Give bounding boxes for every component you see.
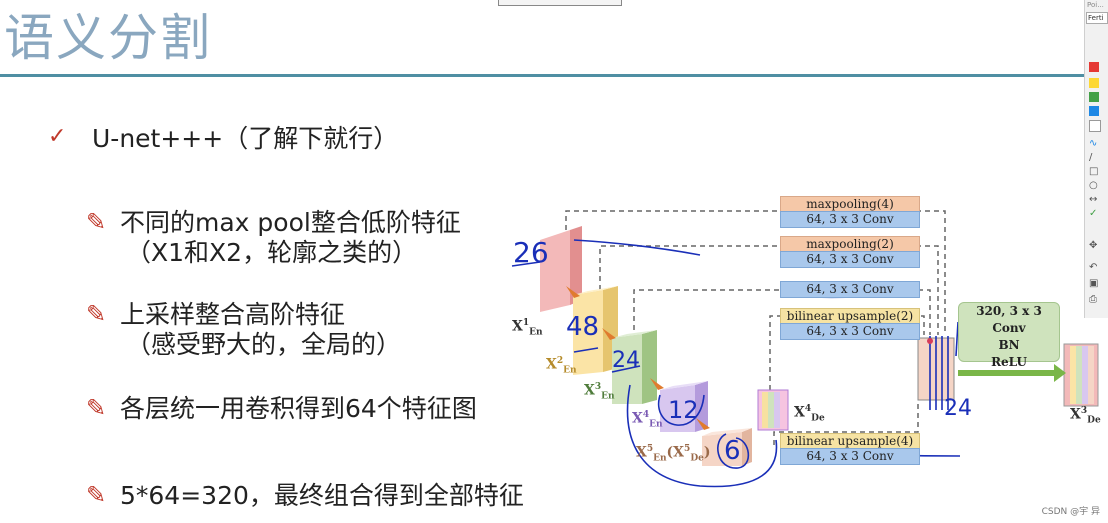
op-upsample2: bilinear upsample(2) <box>780 308 920 324</box>
sub-bullet-1-line1: 不同的max pool整合低阶特征 <box>120 208 461 237</box>
block-x1-en <box>540 226 582 312</box>
sub-bullet-4-line1: 5*64=320，最终组合得到全部特征 <box>120 481 524 510</box>
ellipse-tool-icon[interactable]: ○ <box>1089 180 1098 191</box>
pencil-icon: ✎ <box>86 481 107 509</box>
sub-bullet-4: ✎ 5*64=320，最终组合得到全部特征 <box>86 481 524 511</box>
fusion-block: 320, 3 x 3 Conv BN ReLU <box>958 302 1060 369</box>
label-x4-de: X4De <box>794 404 825 424</box>
main-bullet: ✓ U-net+++（了解下就行） <box>48 124 398 154</box>
watermark: CSDN @宇 异 <box>1041 507 1100 517</box>
title-divider <box>0 74 1086 77</box>
block-x3-de <box>1063 343 1099 407</box>
line-tool-icon[interactable]: / <box>1089 152 1093 163</box>
op-conv-4: 64, 3 x 3 Conv <box>780 323 920 340</box>
sub-bullet-2-line2: （感受野大的，全局的） <box>126 330 402 359</box>
label-x2-en: X2En <box>546 356 577 376</box>
ink-dot <box>927 338 933 344</box>
ink-number-6: 24 <box>944 396 972 421</box>
label-x1-en: X1En <box>512 318 543 338</box>
rectangle-tool-icon[interactable]: □ <box>1089 166 1099 177</box>
check-tool-icon[interactable]: ✓ <box>1089 208 1098 219</box>
color-swatch-red[interactable] <box>1089 62 1099 72</box>
op-maxpool2: maxpooling(2) <box>780 236 920 252</box>
pencil-icon: ✎ <box>86 394 107 422</box>
slide-title: 语义分割 <box>4 9 212 67</box>
op-conv-5: 64, 3 x 3 Conv <box>780 448 920 465</box>
font-selector[interactable]: Ferti <box>1086 12 1108 24</box>
op-conv-1: 64, 3 x 3 Conv <box>780 211 920 228</box>
op-conv-2: 64, 3 x 3 Conv <box>780 251 920 268</box>
op-conv-3: 64, 3 x 3 Conv <box>780 281 920 298</box>
main-bullet-text: U-net+++（了解下就行） <box>92 124 399 153</box>
pencil-icon: ✎ <box>86 208 107 236</box>
downsample-arrows <box>566 286 710 430</box>
sub-bullet-1: ✎ 不同的max pool整合低阶特征 （X1和X2，轮廓之类的） <box>86 208 461 268</box>
pencil-icon: ✎ <box>86 300 107 328</box>
ink-number-4: 12 <box>668 396 699 424</box>
save-icon[interactable]: ▣ <box>1089 278 1099 289</box>
sub-bullet-3: ✎ 各层统一用卷积得到64个特征图 <box>86 394 477 424</box>
fusion-line3: ReLU <box>991 355 1027 369</box>
arrow-tool-icon[interactable]: ↔ <box>1089 194 1098 205</box>
block-x4-de <box>757 389 789 431</box>
sub-bullet-3-line1: 各层统一用卷积得到64个特征图 <box>120 394 477 423</box>
pen-tool-icon[interactable]: ∿ <box>1089 138 1098 149</box>
sub-bullet-2-line1: 上采样整合高阶特征 <box>120 300 346 329</box>
print-icon[interactable]: ⎙ <box>1089 294 1097 305</box>
move-tool-icon[interactable]: ✥ <box>1089 240 1098 251</box>
annotation-toolbar: Poi... Ferti ∿ / □ ○ ↔ ✓ ✥ ↶ ▣ ⎙ <box>1084 0 1108 318</box>
sub-bullet-1-line2: （X1和X2，轮廓之类的） <box>126 238 418 267</box>
ink-number-3: 24 <box>612 348 640 373</box>
color-swatch-yellow[interactable] <box>1089 78 1099 88</box>
ink-number-2: 48 <box>566 312 600 342</box>
checkmark-icon: ✓ <box>48 124 67 149</box>
label-x3-de: X3De <box>1070 406 1101 426</box>
op-upsample4: bilinear upsample(4) <box>780 433 920 449</box>
color-swatch-green[interactable] <box>1089 92 1099 102</box>
output-arrow <box>958 364 1066 382</box>
ink-number-5: 6 <box>724 436 741 466</box>
label-x5-en: X5En(X5De) <box>636 444 711 464</box>
undo-icon[interactable]: ↶ <box>1089 262 1098 273</box>
fusion-line2: BN <box>998 338 1020 352</box>
color-swatch-white[interactable] <box>1089 120 1101 132</box>
ink-number-1: 26 <box>513 236 549 269</box>
fusion-line1: 320, 3 x 3 Conv <box>976 304 1042 335</box>
window-tab[interactable] <box>498 0 622 6</box>
label-x4-en: X4En <box>632 410 663 430</box>
sub-bullet-2: ✎ 上采样整合高阶特征 （感受野大的，全局的） <box>86 300 401 360</box>
op-maxpool4: maxpooling(4) <box>780 196 920 212</box>
label-x3-en: X3En <box>584 382 615 402</box>
dashed-connectors <box>565 210 946 445</box>
toolbar-header: Poi... <box>1087 1 1104 9</box>
color-swatch-blue[interactable] <box>1089 106 1099 116</box>
